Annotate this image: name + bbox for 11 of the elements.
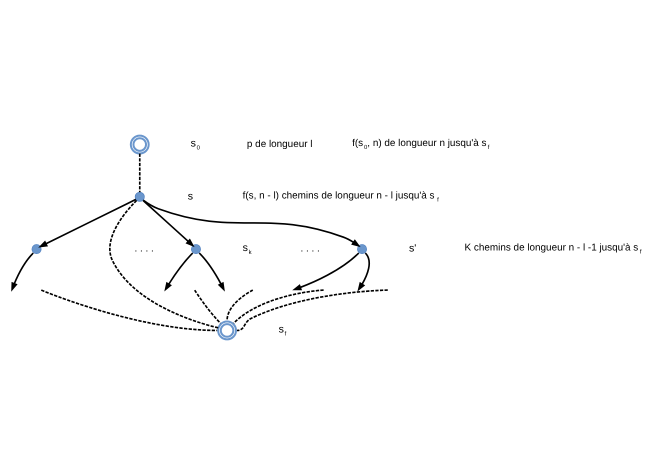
node-label: s$_{0}$ <box>190 137 200 152</box>
node-label: s$_{k}$ <box>242 242 252 256</box>
label: f(s$_{0}$, n) de longueur n jusqu'à s$_{f}$ <box>352 138 490 152</box>
label: p de longueur l <box>246 138 312 150</box>
label: . . . . <box>300 243 320 254</box>
label: . . . . <box>134 243 154 254</box>
node-label: s$_{f}$ <box>278 323 286 338</box>
label: f(s, n - l) chemins de longueur n - l jusqu'à s$_{f}$ <box>242 190 439 204</box>
label: K chemins de longueur n - l -1 jusqu'à s$_{f}$ <box>464 242 642 256</box>
node-label: s <box>188 190 194 202</box>
node-label: s' <box>409 242 416 255</box>
